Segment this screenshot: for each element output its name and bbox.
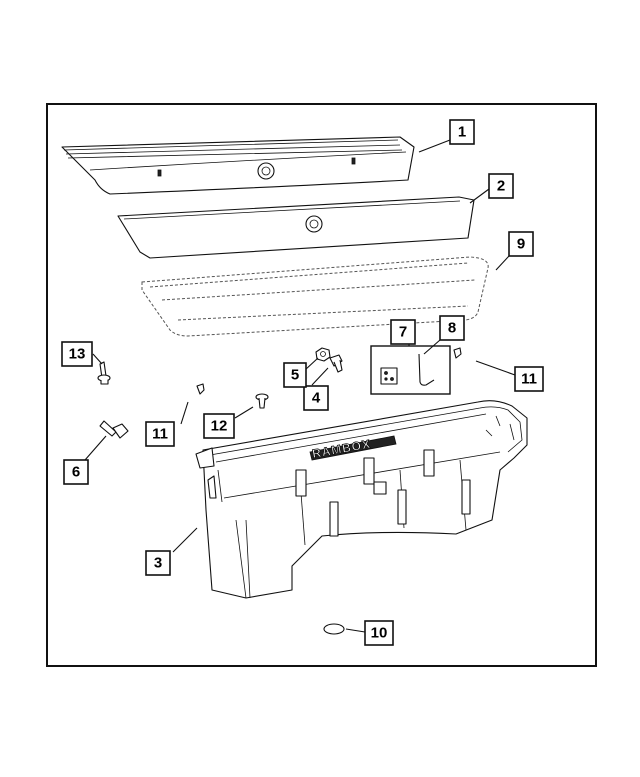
part-screw-12 bbox=[255, 393, 269, 409]
part-lid-cover bbox=[61, 136, 415, 195]
callout-5-label: 5 bbox=[291, 367, 299, 384]
part-bolt-13 bbox=[97, 361, 111, 385]
callout-7: 7 bbox=[390, 319, 416, 345]
part-bolt-6 bbox=[99, 420, 129, 439]
leader-lines bbox=[84, 139, 516, 633]
callout-10: 10 bbox=[364, 620, 394, 646]
callout-4-label: 4 bbox=[312, 390, 321, 407]
part-drain-plug bbox=[323, 623, 345, 635]
part-push-pin-right bbox=[453, 347, 462, 359]
callout-6-label: 6 bbox=[72, 464, 80, 481]
diagram-frame bbox=[46, 103, 597, 667]
part-bolt-4 bbox=[329, 354, 343, 373]
callout-12-label: 12 bbox=[211, 418, 228, 435]
callout-2-label: 2 bbox=[497, 178, 505, 195]
callout-8-label: 8 bbox=[448, 320, 456, 337]
callout-11-right-label: 11 bbox=[521, 371, 537, 388]
part-bin: RAMBOX bbox=[195, 400, 528, 599]
callout-3-label: 3 bbox=[154, 555, 162, 572]
callout-7-label: 7 bbox=[399, 324, 407, 341]
callout-3: 3 bbox=[145, 550, 171, 576]
callout-9-label: 9 bbox=[517, 236, 525, 253]
part-lid-panel bbox=[117, 196, 475, 259]
callout-8: 8 bbox=[439, 315, 465, 341]
callout-9: 9 bbox=[508, 231, 534, 257]
callout-1: 1 bbox=[449, 119, 475, 145]
callout-11-left: 11 bbox=[145, 421, 175, 447]
part-nut bbox=[315, 347, 331, 362]
callout-13-label: 13 bbox=[69, 346, 86, 363]
callout-6: 6 bbox=[63, 459, 89, 485]
callout-5: 5 bbox=[283, 362, 307, 388]
callout-11-right: 11 bbox=[514, 366, 544, 392]
callout-4: 4 bbox=[303, 385, 329, 411]
part-latch bbox=[380, 367, 398, 385]
callout-2: 2 bbox=[488, 173, 514, 199]
part-striker bbox=[418, 353, 435, 386]
callout-11-left-label: 11 bbox=[152, 426, 168, 443]
callout-13: 13 bbox=[61, 341, 93, 367]
part-seal bbox=[141, 256, 489, 337]
callout-10-label: 10 bbox=[371, 625, 388, 642]
callout-1-label: 1 bbox=[458, 124, 466, 141]
part-push-pin-left bbox=[196, 383, 205, 395]
callout-12: 12 bbox=[203, 413, 235, 439]
